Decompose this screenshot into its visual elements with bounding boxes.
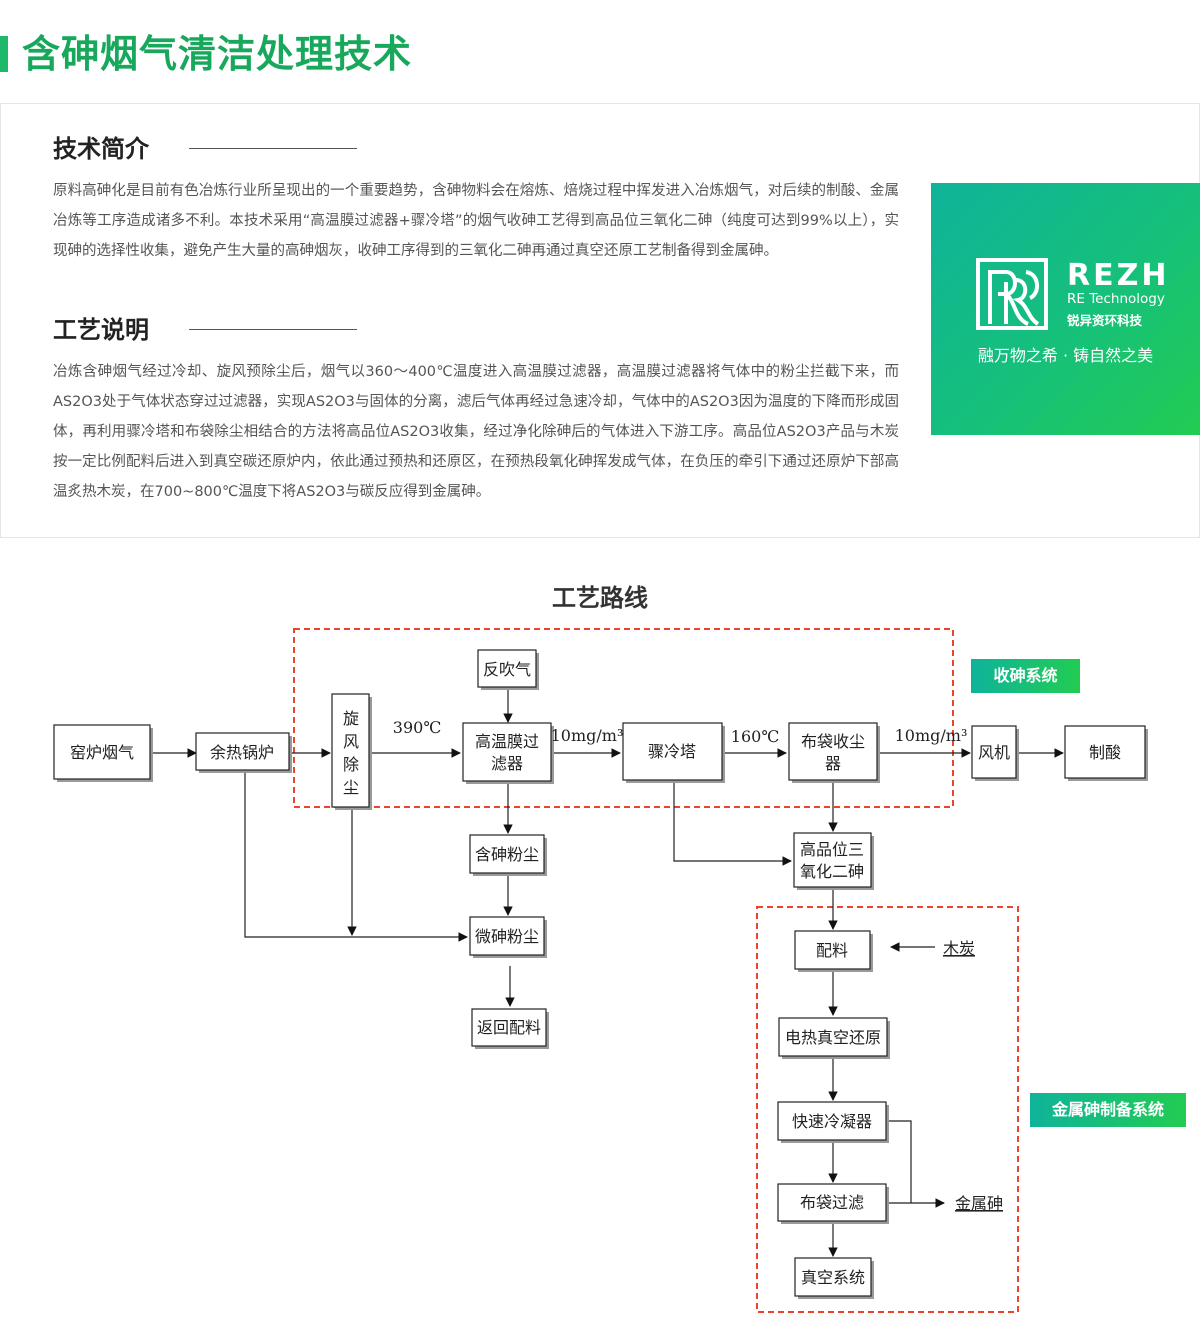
process-heading: 工艺说明 [53, 316, 149, 344]
brand-chinese-name: 锐异资环科技 [1067, 313, 1143, 328]
node-boiler-label: 余热锅炉 [210, 743, 274, 762]
node-bag-filter-label: 布袋过滤 [800, 1193, 864, 1212]
node-quench-label: 骤冷塔 [648, 742, 696, 761]
edge-boiler-microdust [244, 773, 468, 942]
tag-metal-system: 金属砷制备系统 [1030, 1093, 1186, 1127]
brand-english-name: RE Technology [1067, 291, 1165, 307]
node-return: 返回配料 [471, 1008, 549, 1049]
node-bag: 布袋收尘 器 [788, 722, 880, 783]
node-backblow: 反吹气 [477, 649, 539, 690]
node-membrane-line-2: 滤器 [491, 754, 523, 773]
node-vac-system: 真空系统 [794, 1257, 874, 1299]
node-hq-as2o3: 高品位三 氧化二砷 [793, 832, 874, 890]
node-metal-as-label: 金属砷 [955, 1194, 1003, 1213]
node-mix: 配料 [794, 930, 873, 972]
rezh-logo-icon [976, 258, 1048, 330]
node-fan: 风机 [971, 725, 1019, 781]
edge-quench-hq [673, 783, 792, 866]
brand-name: REZH [1067, 258, 1170, 293]
node-kiln-label: 窑炉烟气 [70, 743, 134, 762]
node-mix-label: 配料 [816, 941, 848, 960]
node-micro-dust-label: 微砷粉尘 [475, 927, 539, 946]
node-vac-system-label: 真空系统 [801, 1268, 865, 1287]
node-as-dust-label: 含砷粉尘 [475, 845, 539, 864]
edge-condenser-metal [889, 1120, 912, 1203]
node-quench: 骤冷塔 [622, 722, 725, 783]
intro-heading-rule [189, 148, 357, 149]
node-as-dust: 含砷粉尘 [469, 834, 547, 876]
node-micro-dust: 微砷粉尘 [469, 916, 547, 958]
node-hq-line-2: 氧化二砷 [800, 862, 864, 881]
node-backblow-label: 反吹气 [483, 660, 531, 679]
node-bag-line-1: 布袋收尘 [801, 732, 865, 751]
collect-system-frame [293, 628, 954, 808]
node-cyclone-char-3: 除 [343, 755, 359, 774]
label-390c: 390℃ [393, 718, 441, 737]
flow-edges [153, 690, 1064, 1257]
node-acid-label: 制酸 [1089, 743, 1121, 762]
node-return-label: 返回配料 [477, 1018, 541, 1037]
node-condenser: 快速冷凝器 [777, 1101, 889, 1143]
node-vacuum-label: 电热真空还原 [785, 1028, 881, 1047]
label-10mg-b: 10mg/m³ [895, 726, 968, 745]
node-cyclone: 旋 风 除 尘 [331, 693, 372, 810]
node-vacuum: 电热真空还原 [778, 1017, 890, 1059]
node-cyclone-char-4: 尘 [343, 778, 359, 797]
process-paragraph: 冶炼含砷烟气经过冷却、旋风预除尘后，烟气以360～400℃温度进入高温膜过滤器，… [53, 364, 899, 500]
node-membrane-line-1: 高温膜过 [475, 732, 539, 751]
node-membrane: 高温膜过 滤器 [462, 722, 554, 784]
node-condenser-label: 快速冷凝器 [792, 1112, 872, 1131]
node-bag-line-2: 器 [825, 754, 841, 773]
intro-heading: 技术简介 [53, 135, 149, 163]
node-cyclone-char-2: 风 [343, 732, 359, 751]
node-charcoal-label: 木炭 [943, 939, 975, 958]
route-title: 工艺路线 [552, 584, 648, 612]
page-title: 含砷烟气清洁处理技术 [22, 32, 413, 76]
metal-system-frame [756, 906, 1019, 1313]
label-10mg-a: 10mg/m³ [551, 726, 624, 745]
brand-panel: REZH RE Technology 锐异资环科技 融万物之希 · 铸自然之美 [931, 183, 1200, 435]
tag-collect-system: 收砷系统 [971, 659, 1080, 693]
label-160c: 160℃ [731, 727, 779, 746]
node-bag-filter: 布袋过滤 [777, 1183, 889, 1224]
brand-slogan: 融万物之希 · 铸自然之美 [977, 346, 1154, 365]
title-accent-bar [0, 36, 8, 72]
process-heading-rule [189, 329, 357, 330]
node-acid: 制酸 [1064, 725, 1148, 781]
node-boiler: 余热锅炉 [195, 732, 292, 773]
node-fan-label: 风机 [978, 743, 1010, 762]
node-cyclone-char-1: 旋 [343, 709, 359, 728]
process-flow-diagram: 窑炉烟气 余热锅炉 旋 风 除 尘 反吹气 高温膜过 滤器 骤冷塔 布袋收尘 器 [53, 628, 1148, 1313]
intro-paragraph: 原料高砷化是目前有色冶炼行业所呈现出的一个重要趋势，含砷物料会在熔炼、焙烧过程中… [53, 183, 899, 259]
node-kiln: 窑炉烟气 [53, 724, 153, 782]
node-hq-line-1: 高品位三 [800, 840, 864, 859]
